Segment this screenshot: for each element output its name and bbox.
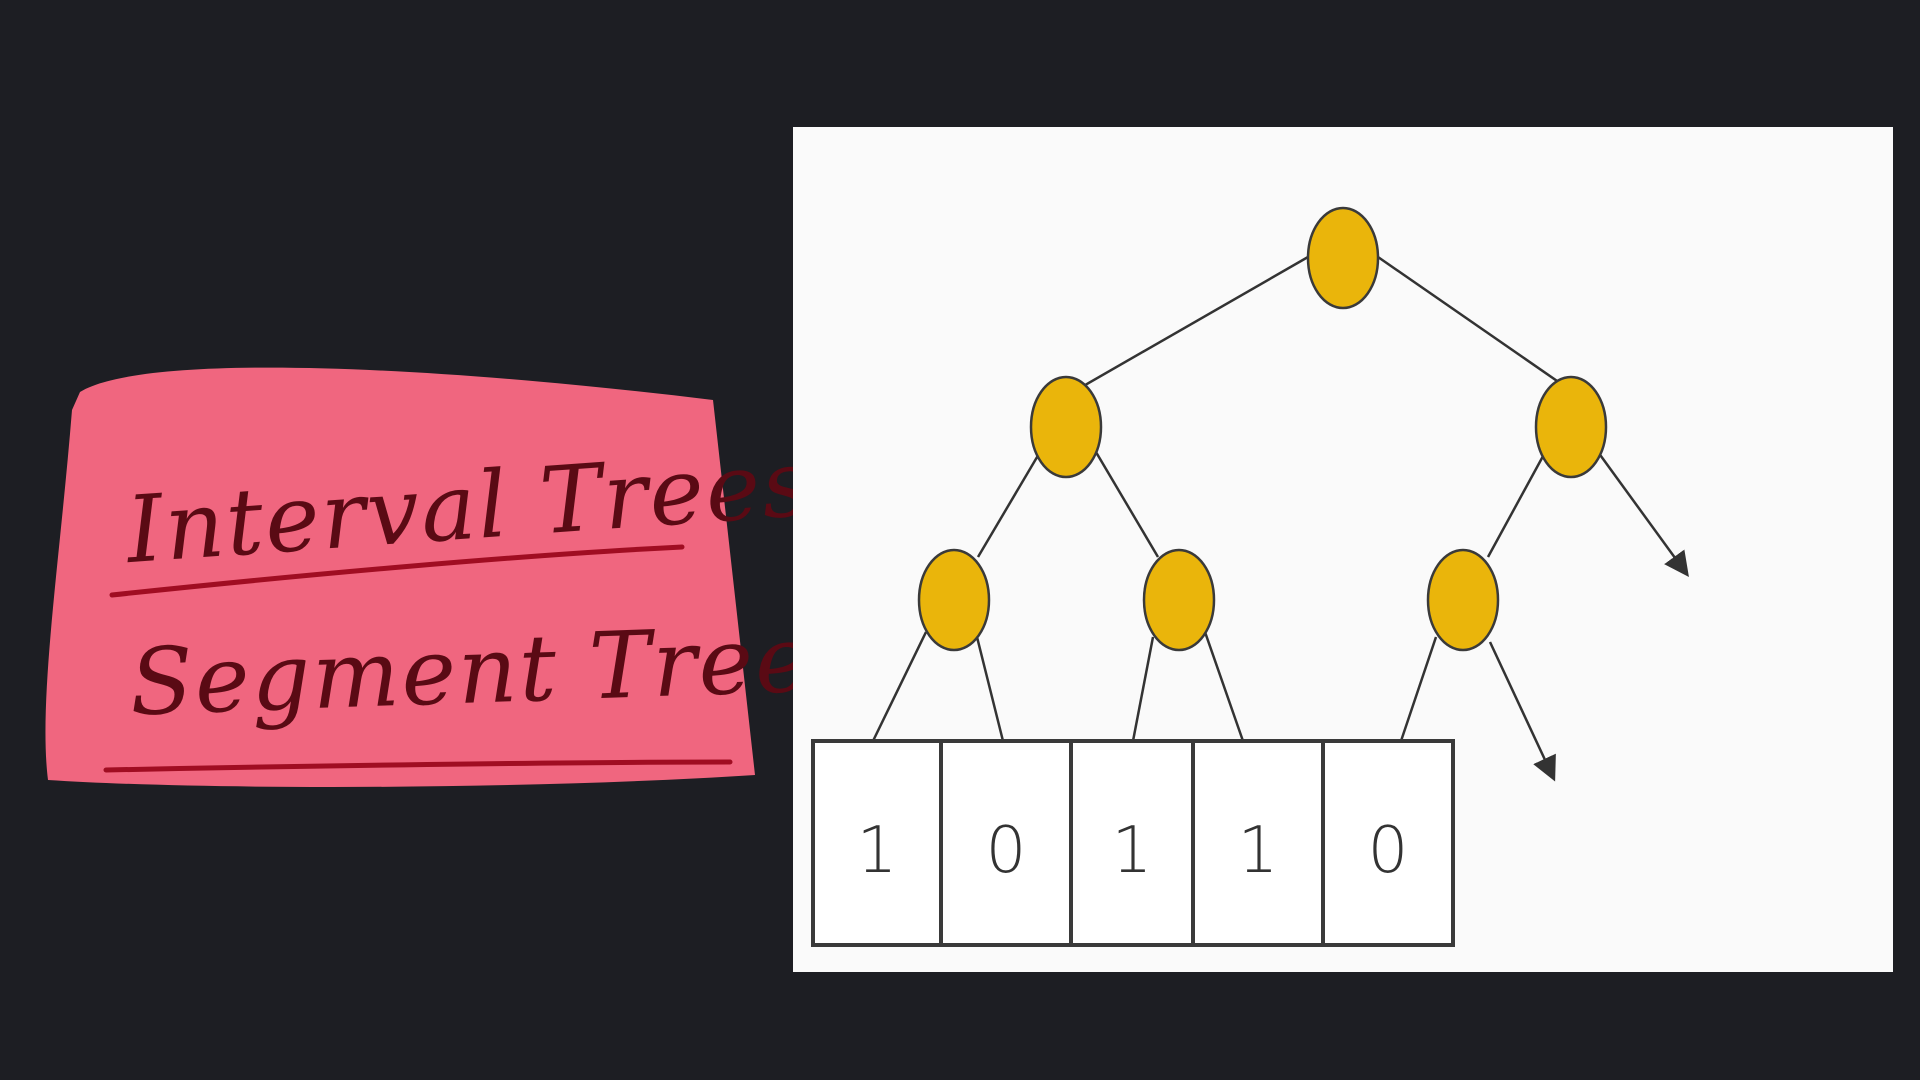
array-value: 0 [1368, 814, 1409, 888]
array-cell [1321, 739, 1455, 947]
edge-r1-rl [1486, 446, 1550, 558]
edge-l1-lr [1091, 446, 1160, 558]
tree-diagram-board: 1 0 1 1 0 [793, 127, 1893, 972]
tree-node-right-left [1426, 548, 1500, 652]
edge-rl-arrow [1488, 641, 1556, 782]
edge-r1-arrow [1596, 451, 1689, 578]
edge-lr-cell2 [1131, 636, 1155, 742]
edge-root-left [1072, 255, 1309, 394]
array: 1 0 1 1 0 [811, 739, 1455, 947]
tree-node-right [1534, 375, 1608, 479]
tree-node-left-left [917, 548, 991, 652]
note-line-segment-trees: Segment Trees. [128, 603, 893, 737]
edge-l1-ll [976, 446, 1045, 558]
array-value: 1 [857, 814, 898, 888]
sticky-note-paper [45, 367, 756, 787]
tree-diagram: 1 0 1 1 0 [811, 206, 1689, 947]
edge-ll-cell1 [975, 636, 1005, 742]
edge-lr-cell3 [1203, 631, 1245, 742]
array-value: 1 [1238, 814, 1279, 888]
edge-rl-cell4 [1399, 636, 1438, 742]
array-value: 1 [1112, 814, 1153, 888]
tree-node-left-right [1142, 548, 1216, 652]
note-underline-2 [103, 759, 733, 773]
note-underline-1 [109, 544, 685, 598]
tree-node-root [1306, 206, 1380, 310]
edge-root-right [1377, 255, 1574, 394]
array-cell [811, 739, 943, 947]
tree-node-left [1029, 375, 1103, 479]
array-value: 0 [986, 814, 1027, 888]
note-line-interval-trees: Interval Trees. [121, 427, 846, 584]
edge-ll-cell0 [871, 631, 928, 742]
